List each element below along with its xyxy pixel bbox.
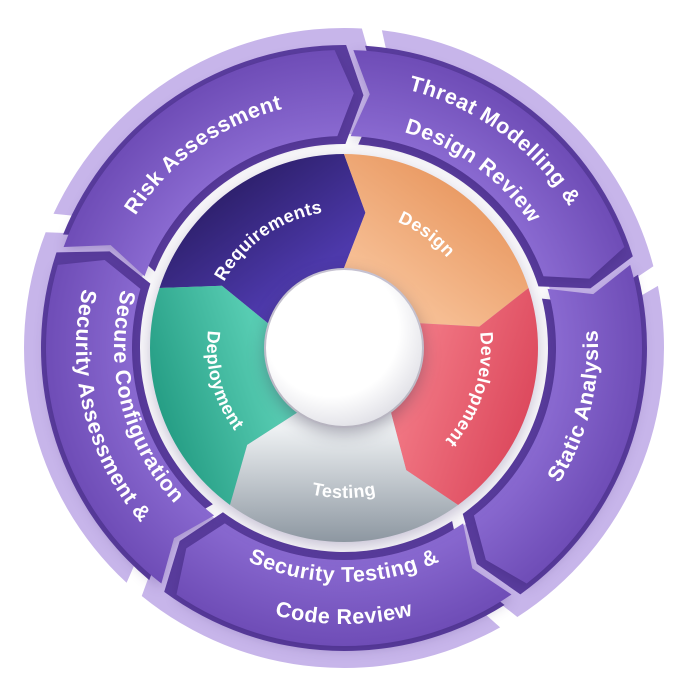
inner-segment-requirements: [159, 154, 366, 324]
outer-segment-security-assessment-secure-configuration: [45, 259, 215, 584]
center-circle: [266, 270, 422, 426]
inner-segment-testing: [229, 412, 459, 543]
inner-segment-development: [391, 288, 538, 505]
inner-label-testing-text: Testing: [311, 479, 377, 502]
outer-segment-static-analysis: [473, 264, 643, 584]
outer-segment-security-testing-code-review: [176, 523, 512, 646]
outer-segment-threat-modelling-design-review: [350, 50, 625, 279]
inner-segment-design: [344, 154, 529, 327]
inner-segment-deployment: [150, 285, 297, 505]
outer-segment-risk-assessment: [63, 50, 354, 277]
inner-label-testing: Testing: [311, 479, 378, 502]
